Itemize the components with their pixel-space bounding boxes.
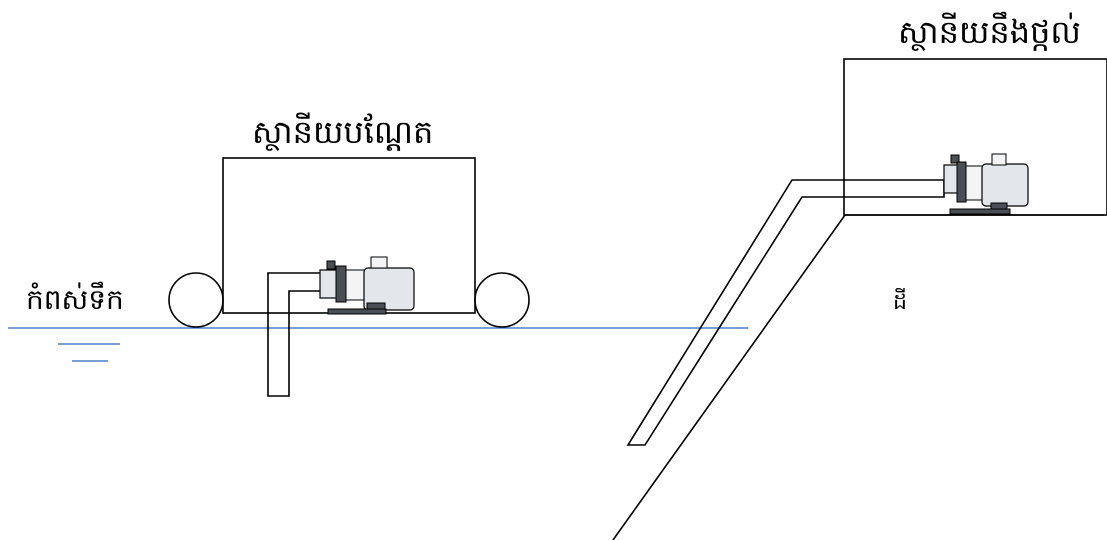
left-float [168,272,224,328]
floating-intake-pipe [267,272,326,397]
fixed-station-pipe [626,179,945,446]
right-float [474,272,530,328]
fixed-station-housing [843,58,1107,216]
floating-pump [319,256,415,315]
fixed-pump [943,153,1029,215]
water-level-label: កំពស់ទឹក [26,283,124,316]
fixed-station-label: ស្ថានីយនឹងថ្កល់ [898,13,1081,51]
terrain-line [612,214,1104,540]
floating-station-label: ស្ថានីយបណ្តែត [252,113,434,151]
ground-label: ដី [893,290,907,315]
